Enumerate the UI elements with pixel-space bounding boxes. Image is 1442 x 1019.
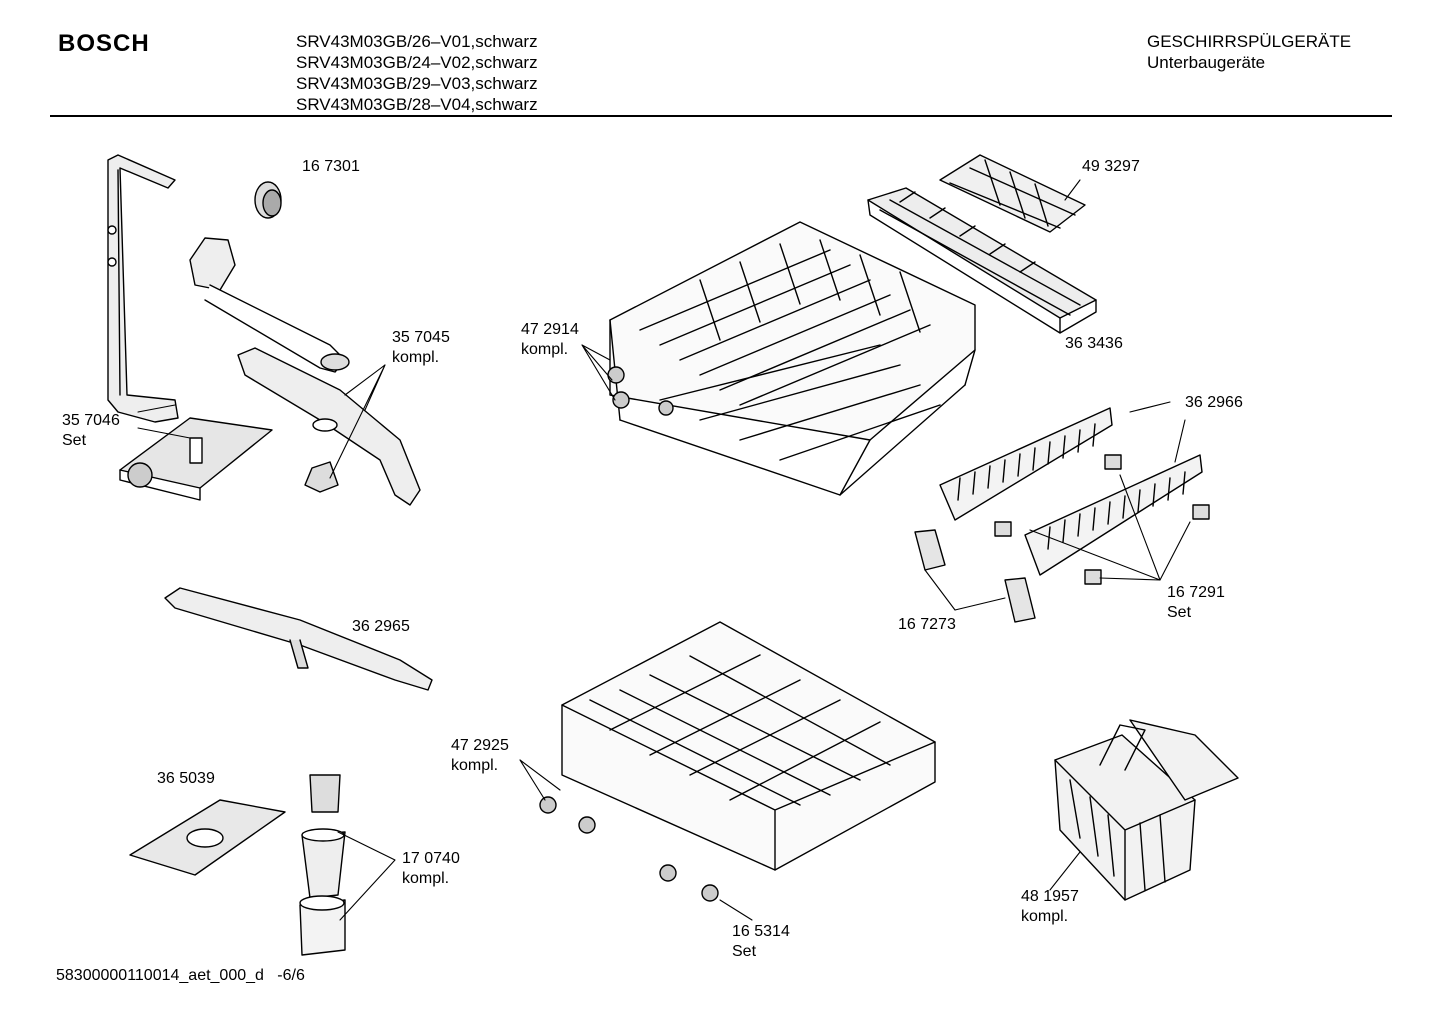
part-label: 17 0740 kompl.: [402, 849, 460, 889]
model-list: SRV43M03GB/26–V01,schwarz SRV43M03GB/24–…: [296, 31, 538, 115]
part-note: kompl.: [521, 341, 569, 358]
part-number: 36 2966: [1185, 394, 1243, 411]
part-number: 16 5314: [732, 923, 790, 940]
category-block: GESCHIRRSPÜLGERÄTE Unterbaugeräte: [1147, 31, 1351, 73]
part-label: 36 5039: [157, 769, 215, 789]
part-number: 35 7046: [62, 412, 120, 429]
page-number: -6/6: [277, 967, 305, 984]
category-subtitle: Unterbaugeräte: [1147, 53, 1266, 72]
part-note: kompl.: [392, 349, 440, 366]
part-number: 16 7301: [302, 158, 360, 175]
valve-drawing: [304, 461, 339, 493]
part-number: 17 0740: [402, 850, 460, 867]
part-number: 48 1957: [1021, 888, 1079, 905]
part-number: 49 3297: [1082, 158, 1140, 175]
part-note: kompl.: [451, 757, 499, 774]
holder-drawing: [914, 529, 1036, 623]
part-number: 36 3436: [1065, 335, 1123, 352]
header-divider: [50, 115, 1392, 117]
cutlery-tray-drawing: [867, 187, 1097, 334]
clip-drawing: [994, 454, 1210, 585]
rack-comb-drawing: [939, 407, 1203, 576]
part-label: 36 2965: [352, 617, 410, 637]
part-number: 16 7273: [898, 616, 956, 633]
part-number: 36 5039: [157, 770, 215, 787]
part-label: 35 7045 kompl.: [392, 328, 450, 368]
part-label: 16 5314 Set: [732, 922, 790, 962]
part-label: 48 1957 kompl.: [1021, 887, 1079, 927]
part-note: kompl.: [1021, 908, 1069, 925]
rack-insert-drawing: [939, 154, 1086, 233]
spray-arm-lower-drawing: [164, 587, 433, 691]
part-label: 16 7291 Set: [1167, 583, 1225, 623]
part-label: 36 3436: [1065, 334, 1123, 354]
model-line: SRV43M03GB/28–V04,schwarz: [296, 95, 538, 114]
footer: 58300000110014_aet_000_d -6/6: [56, 967, 305, 985]
part-number: 16 7291: [1167, 584, 1225, 601]
category-title: GESCHIRRSPÜLGERÄTE: [1147, 32, 1352, 51]
part-label: 36 2966: [1185, 393, 1243, 413]
part-number: 47 2914: [521, 321, 579, 338]
part-note: Set: [62, 432, 87, 449]
upper-basket-drawing: [607, 221, 976, 496]
part-number: 47 2925: [451, 737, 509, 754]
filter-housing-drawing: [119, 417, 273, 501]
spray-pipe-drawing: [107, 154, 179, 423]
part-label: 16 7273: [898, 615, 956, 635]
doc-id: 58300000110014_aet_000_d: [56, 967, 264, 984]
nozzle-drawing: [254, 181, 282, 219]
cover-plate-drawing: [129, 799, 286, 876]
part-note: kompl.: [402, 870, 450, 887]
part-number: 36 2965: [352, 618, 410, 635]
part-number: 35 7045: [392, 329, 450, 346]
part-label: 49 3297: [1082, 157, 1140, 177]
cutlery-basket-drawing: [1054, 719, 1239, 901]
part-note: Set: [732, 943, 757, 960]
part-label: 47 2914 kompl.: [521, 320, 579, 360]
model-line: SRV43M03GB/24–V02,schwarz: [296, 53, 538, 72]
part-label: 16 7301: [302, 157, 360, 177]
part-note: Set: [1167, 604, 1192, 621]
part-label: 35 7046 Set: [62, 411, 120, 451]
brand-logo: BOSCH: [58, 30, 150, 57]
spray-arm-upper-drawing: [237, 347, 421, 506]
filter-set-drawing: [299, 774, 346, 956]
leader-lines: [137, 179, 1191, 921]
part-label: 47 2925 kompl.: [451, 736, 509, 776]
connector-tube-drawing: [189, 237, 350, 373]
model-line: SRV43M03GB/29–V03,schwarz: [296, 74, 538, 93]
model-line: SRV43M03GB/26–V01,schwarz: [296, 32, 538, 51]
lower-basket-drawing: [539, 621, 936, 902]
